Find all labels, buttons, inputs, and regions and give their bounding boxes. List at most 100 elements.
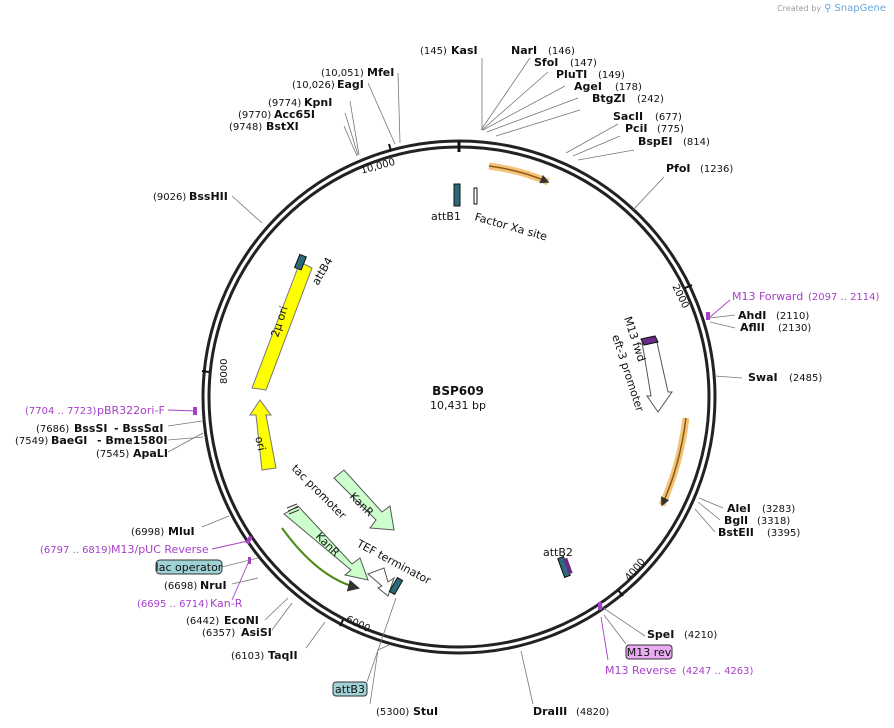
feature-arrow-right-orange: [658, 417, 690, 507]
feature-attb1: [453, 183, 461, 207]
feature-attb1-label: attB1: [431, 210, 461, 223]
svg-text:lac operator: lac operator: [156, 561, 223, 574]
svg-text:KasI: KasI: [451, 44, 478, 57]
svg-text:(6698): (6698): [164, 581, 197, 592]
svg-text:(7545): (7545): [96, 449, 129, 460]
svg-text:SwaI: SwaI: [748, 371, 778, 384]
svg-text:(6797 .. 6819): (6797 .. 6819): [40, 545, 112, 556]
site-aflii: AflII (2130): [740, 321, 811, 334]
svg-text:(2110): (2110): [776, 311, 809, 322]
svg-text:BstXI: BstXI: [266, 120, 299, 133]
primer-m13-puc-reverse: (6797 .. 6819) M13/pUC Reverse: [40, 543, 209, 556]
site-sacii: SacII (677): [613, 110, 682, 123]
svg-text:M13/pUC Reverse: M13/pUC Reverse: [111, 543, 209, 556]
svg-text:StuI: StuI: [413, 705, 438, 718]
svg-text:(1236): (1236): [700, 164, 733, 175]
site-ahdi: AhdI (2110): [738, 309, 809, 322]
svg-text:AsiSI: AsiSI: [241, 626, 272, 639]
box-m13-rev: M13 rev: [603, 614, 673, 660]
site-pluti: PluTI (149): [556, 68, 625, 81]
svg-text:Kan-R: Kan-R: [210, 597, 243, 610]
svg-text:(242): (242): [637, 94, 664, 105]
site-mlui: (6998) MluI: [131, 525, 195, 538]
tick-label-4000: 4000: [623, 557, 648, 584]
site-nrui: (6698) NruI: [164, 579, 227, 592]
svg-text:(145): (145): [420, 46, 447, 57]
svg-text:M13 Reverse: M13 Reverse: [605, 664, 676, 677]
primer-m13-forward: M13 Forward (2097 .. 2114): [732, 290, 880, 303]
site-bsteii: BstEII (3395): [718, 526, 800, 539]
site-apali: (7545) ApaLI: [96, 447, 168, 460]
primer-leaders: [167, 299, 731, 661]
site-alei: AleI (3283): [727, 502, 795, 515]
svg-text:BaeGI: BaeGI: [51, 434, 87, 447]
primer-kan-r: (6695 .. 6714) Kan-R: [137, 597, 243, 610]
svg-text:(7686): (7686): [36, 424, 69, 435]
feature-attb2-label: attB2: [543, 546, 573, 559]
svg-text:(677): (677): [655, 112, 682, 123]
svg-text:M13 Forward: M13 Forward: [732, 290, 803, 303]
site-draiii: DraIII (4820): [533, 705, 609, 718]
svg-text:attB3: attB3: [335, 683, 365, 696]
site-kpni: (9774) KpnI: [268, 96, 332, 109]
site-bgli: BglI (3318): [724, 514, 790, 527]
feature-tef-terminator: [367, 567, 395, 597]
plasmid-size: 10,431 bp: [430, 399, 486, 412]
tac-hatch: [286, 503, 300, 515]
svg-text:(2485): (2485): [789, 373, 822, 384]
svg-text:PfoI: PfoI: [666, 162, 691, 175]
svg-text:(4210): (4210): [684, 630, 717, 641]
svg-text:MluI: MluI: [168, 525, 195, 538]
svg-text:(9774): (9774): [268, 98, 301, 109]
backbone: [201, 139, 717, 655]
svg-text:(7549): (7549): [15, 436, 48, 447]
svg-text:pBR322ori-F: pBR322ori-F: [97, 404, 165, 417]
svg-text:PluTI: PluTI: [556, 68, 587, 81]
site-bsshii: (9026) BssHII: [153, 190, 228, 203]
site-nari: NarI (146): [511, 44, 575, 57]
site-pfoi: PfoI (1236): [666, 162, 733, 175]
site-bsssi: (7686) BssSI - BssSαI: [36, 422, 163, 435]
svg-text:DraIII: DraIII: [533, 705, 567, 718]
svg-text:EcoNI: EcoNI: [224, 614, 259, 627]
feature-attb4-label: attB4: [309, 255, 335, 287]
svg-text:(5300): (5300): [376, 707, 409, 718]
svg-text:BtgZI: BtgZI: [592, 92, 626, 105]
svg-text:(7704 .. 7723): (7704 .. 7723): [25, 406, 97, 417]
snapgene-logo-icon: ⚲: [824, 3, 832, 14]
box-attb3: attB3: [332, 597, 397, 697]
site-eagi: (10,026) EagI: [292, 78, 364, 91]
svg-text:AflII: AflII: [740, 321, 765, 334]
svg-text:(6998): (6998): [131, 527, 164, 538]
feature-ori: [249, 399, 277, 471]
svg-text:(6695 .. 6714): (6695 .. 6714): [137, 599, 209, 610]
site-bstxi: (9748) BstXI: [229, 120, 299, 133]
svg-text:(775): (775): [657, 124, 684, 135]
snapgene-app-name: SnapGene: [834, 3, 886, 14]
site-spei: SpeI (4210): [647, 628, 717, 641]
svg-text:KpnI: KpnI: [304, 96, 332, 109]
svg-text:BssHII: BssHII: [189, 190, 228, 203]
feature-ori-label: ori: [252, 435, 268, 452]
box-lac-operator: lac operator: [155, 557, 259, 575]
snapgene-brand: Created by ⚲ SnapGene: [777, 3, 886, 14]
primer-pbr322ori-f: (7704 .. 7723) pBR322ori-F: [25, 404, 165, 417]
svg-text:(10,026): (10,026): [292, 80, 335, 91]
site-mfei: (10,051) MfeI: [321, 66, 394, 79]
svg-text:(6103): (6103): [231, 651, 264, 662]
svg-text:BspEI: BspEI: [638, 135, 672, 148]
svg-text:(2130): (2130): [778, 323, 811, 334]
svg-text:AhdI: AhdI: [738, 309, 766, 322]
svg-text:NarI: NarI: [511, 44, 537, 57]
svg-text:(149): (149): [598, 70, 625, 81]
svg-text:(4247 .. 4263): (4247 .. 4263): [682, 666, 754, 677]
svg-text:PciI: PciI: [625, 122, 647, 135]
site-agei: AgeI (178): [574, 80, 642, 93]
feature-m13-fwd: [640, 335, 659, 346]
site-sfoi: SfoI (147): [534, 56, 597, 69]
site-acc65i: (9770) Acc65I: [238, 108, 315, 121]
feature-attb4: [293, 253, 307, 271]
svg-text:AgeI: AgeI: [574, 80, 602, 93]
svg-text:(814): (814): [683, 137, 710, 148]
